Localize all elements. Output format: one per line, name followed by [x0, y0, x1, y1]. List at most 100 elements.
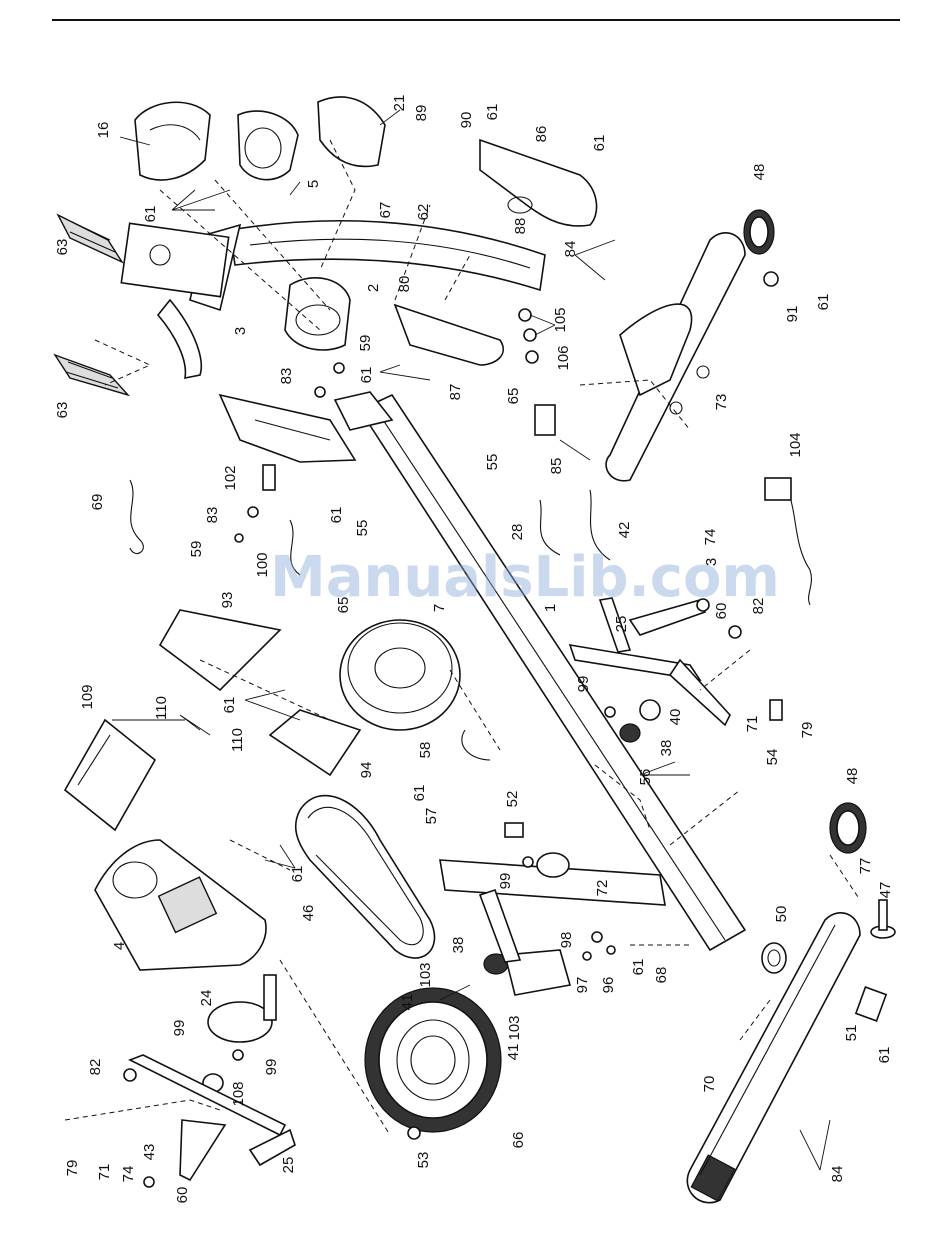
part-label-106: 106 [555, 345, 572, 370]
part-label-74: 74 [120, 1166, 137, 1183]
part-label-61: 61 [876, 1047, 893, 1064]
part-label-56: 56 [637, 769, 654, 786]
part-label-42: 42 [616, 522, 633, 539]
part-label-70: 70 [701, 1076, 718, 1093]
part-label-84: 84 [829, 1166, 846, 1183]
leveler-47 [870, 899, 896, 939]
console-bracket [63, 718, 157, 832]
part-label-47: 47 [877, 882, 894, 899]
part-label-62: 62 [415, 204, 432, 221]
part-label-109: 109 [79, 684, 96, 709]
part-label-59: 59 [188, 541, 205, 558]
part-label-83: 83 [278, 368, 295, 385]
upright-post [120, 219, 546, 380]
part-label-108: 108 [230, 1081, 247, 1106]
part-label-65: 65 [505, 388, 522, 405]
wire-harnesses [129, 477, 812, 761]
part-label-46: 46 [300, 905, 317, 922]
part-label-100: 100 [254, 552, 271, 577]
upper-shroud-86 [479, 138, 598, 227]
assembly-guides [64, 139, 861, 1136]
shroud-16 [134, 101, 211, 181]
part-label-104: 104 [787, 432, 804, 457]
drive-pulley [364, 987, 502, 1133]
part-label-110: 110 [153, 696, 170, 720]
part-label-61: 61 [630, 959, 647, 976]
part-label-61: 61 [411, 785, 428, 802]
part-label-63: 63 [54, 239, 71, 256]
lower-shroud-87 [393, 303, 504, 366]
part-label-110: 110 [229, 728, 246, 752]
part-label-99: 99 [171, 1020, 188, 1037]
part-label-68: 68 [653, 967, 670, 984]
part-label-48: 48 [751, 164, 768, 181]
shroud-21 [317, 96, 386, 168]
front-stabilizer [686, 912, 861, 1204]
part-label-86: 86 [533, 126, 550, 143]
part-label-102: 102 [222, 465, 239, 490]
flywheel [339, 619, 461, 731]
part-label-4: 4 [111, 942, 128, 950]
part-label-103: 103 [417, 962, 434, 987]
part-label-97: 97 [574, 977, 591, 994]
end-cap-48-upper [743, 209, 775, 255]
part-label-80: 80 [396, 276, 413, 293]
leader-lines [112, 109, 831, 1171]
header-rule [52, 19, 900, 21]
part-label-25: 25 [613, 616, 630, 633]
main-frame [333, 391, 747, 952]
part-label-24: 24 [198, 990, 215, 1007]
part-label-38: 38 [450, 937, 467, 954]
part-label-67: 67 [377, 202, 394, 219]
part-label-105: 105 [552, 307, 569, 332]
end-cap-48-lower [829, 802, 867, 854]
part-label-61: 61 [221, 697, 238, 714]
part-label-40: 40 [667, 709, 684, 726]
part-label-61: 61 [484, 104, 501, 121]
part-label-7: 7 [431, 604, 448, 612]
part-label-69: 69 [89, 494, 106, 511]
part-label-85: 85 [548, 458, 565, 475]
part-label-93: 93 [219, 592, 236, 609]
handle-grip-upper [56, 213, 124, 264]
part-label-88: 88 [512, 218, 529, 235]
part-label-25: 25 [280, 1157, 297, 1174]
part-label-61: 61 [591, 135, 608, 152]
part-label-90: 90 [458, 112, 475, 129]
part-label-73: 73 [713, 394, 730, 411]
part-label-51: 51 [843, 1025, 860, 1042]
part-label-54: 54 [764, 749, 781, 766]
console [94, 839, 267, 971]
crank-arm-bracket [218, 393, 357, 463]
part-label-41: 41 [505, 1044, 522, 1061]
part-label-79: 79 [64, 1160, 81, 1177]
part-label-87: 87 [447, 384, 464, 401]
part-label-60: 60 [174, 1187, 191, 1204]
shroud-94 [268, 709, 362, 777]
part-label-57: 57 [423, 808, 440, 825]
part-label-82: 82 [87, 1059, 104, 1076]
part-label-2: 2 [365, 284, 382, 292]
part-label-71: 71 [744, 716, 761, 733]
part-label-50: 50 [773, 906, 790, 923]
idler-assembly [439, 723, 666, 996]
part-label-3: 3 [703, 558, 720, 566]
part-label-77: 77 [857, 858, 874, 875]
shroud-93 [158, 609, 282, 692]
part-label-58: 58 [417, 742, 434, 759]
part-label-48: 48 [844, 768, 861, 785]
handle-grip-lower [53, 353, 131, 397]
part-label-61: 61 [358, 367, 375, 384]
part-label-55: 55 [354, 520, 371, 537]
part-label-38: 38 [658, 740, 675, 757]
part-label-91: 91 [784, 306, 801, 323]
part-label-61: 61 [815, 294, 832, 311]
hardware [123, 271, 888, 1188]
part-label-55: 55 [484, 454, 501, 471]
part-label-99: 99 [497, 873, 514, 890]
part-label-98: 98 [558, 932, 575, 949]
part-label-79: 79 [799, 722, 816, 739]
part-label-63: 63 [54, 402, 71, 419]
